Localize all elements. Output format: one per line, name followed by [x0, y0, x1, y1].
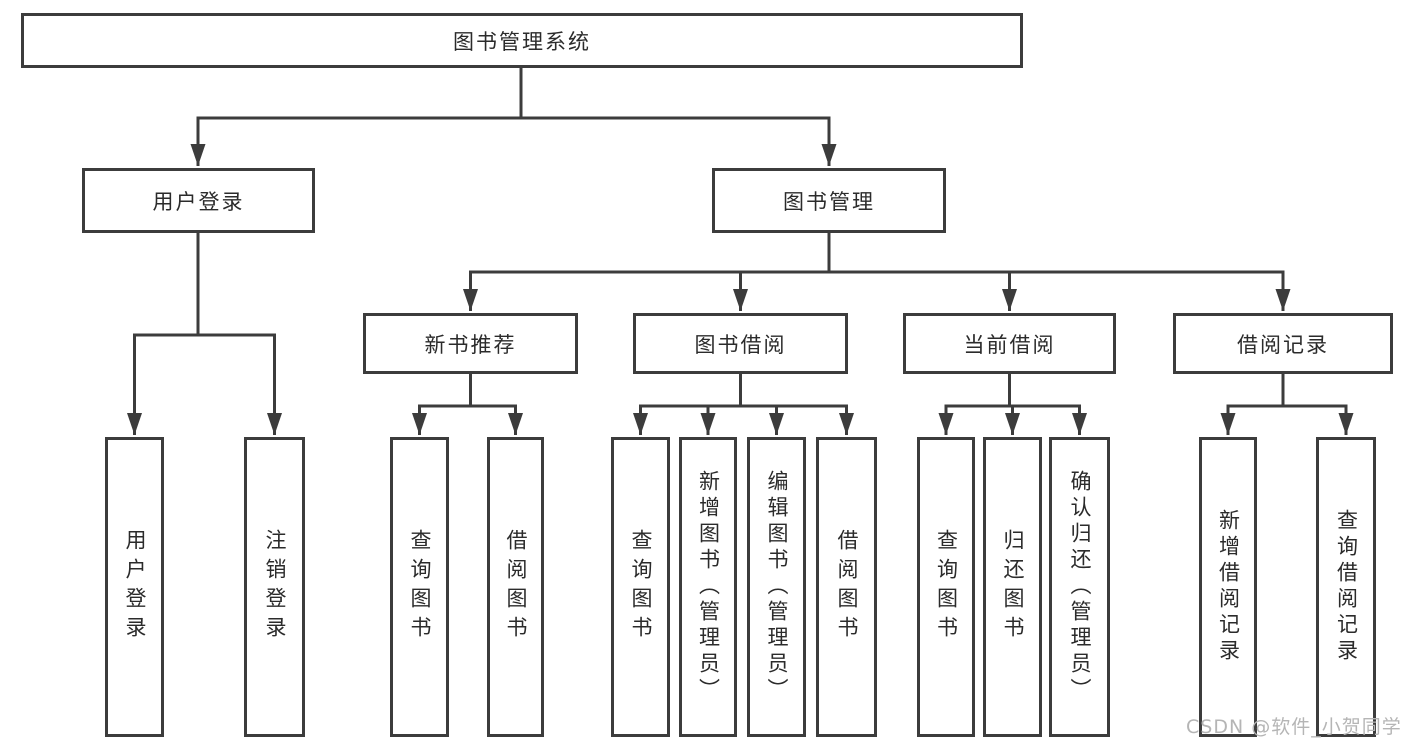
node-login-group: 用户登录 — [82, 168, 315, 233]
node-cb-confirm-return-admin: 确认归还（管理员） — [1049, 437, 1110, 737]
node-current-borrow: 当前借阅 — [903, 313, 1116, 374]
node-rec-query-book: 查询图书 — [390, 437, 449, 737]
node-bb-edit-book-admin: 编辑图书（管理员） — [747, 437, 806, 737]
node-bb-add-book-admin: 新增图书（管理员） — [679, 437, 737, 737]
node-br-query-record: 查询借阅记录 — [1316, 437, 1376, 737]
node-br-add-record: 新增借阅记录 — [1199, 437, 1257, 737]
node-bb-borrow-book: 借阅图书 — [816, 437, 877, 737]
node-borrow-records: 借阅记录 — [1173, 313, 1393, 374]
node-book-management: 图书管理 — [712, 168, 946, 233]
node-cb-return-book: 归还图书 — [983, 437, 1042, 737]
node-new-book-recommend: 新书推荐 — [363, 313, 578, 374]
csdn-watermark: CSDN @软件_小贺同学 — [1186, 716, 1402, 738]
node-root: 图书管理系统 — [21, 13, 1023, 68]
node-user-login: 用户登录 — [105, 437, 164, 737]
node-cb-query-book: 查询图书 — [917, 437, 975, 737]
node-book-borrow: 图书借阅 — [633, 313, 848, 374]
node-bb-query-book: 查询图书 — [611, 437, 670, 737]
node-rec-borrow-book: 借阅图书 — [487, 437, 544, 737]
node-logout: 注销登录 — [244, 437, 305, 737]
